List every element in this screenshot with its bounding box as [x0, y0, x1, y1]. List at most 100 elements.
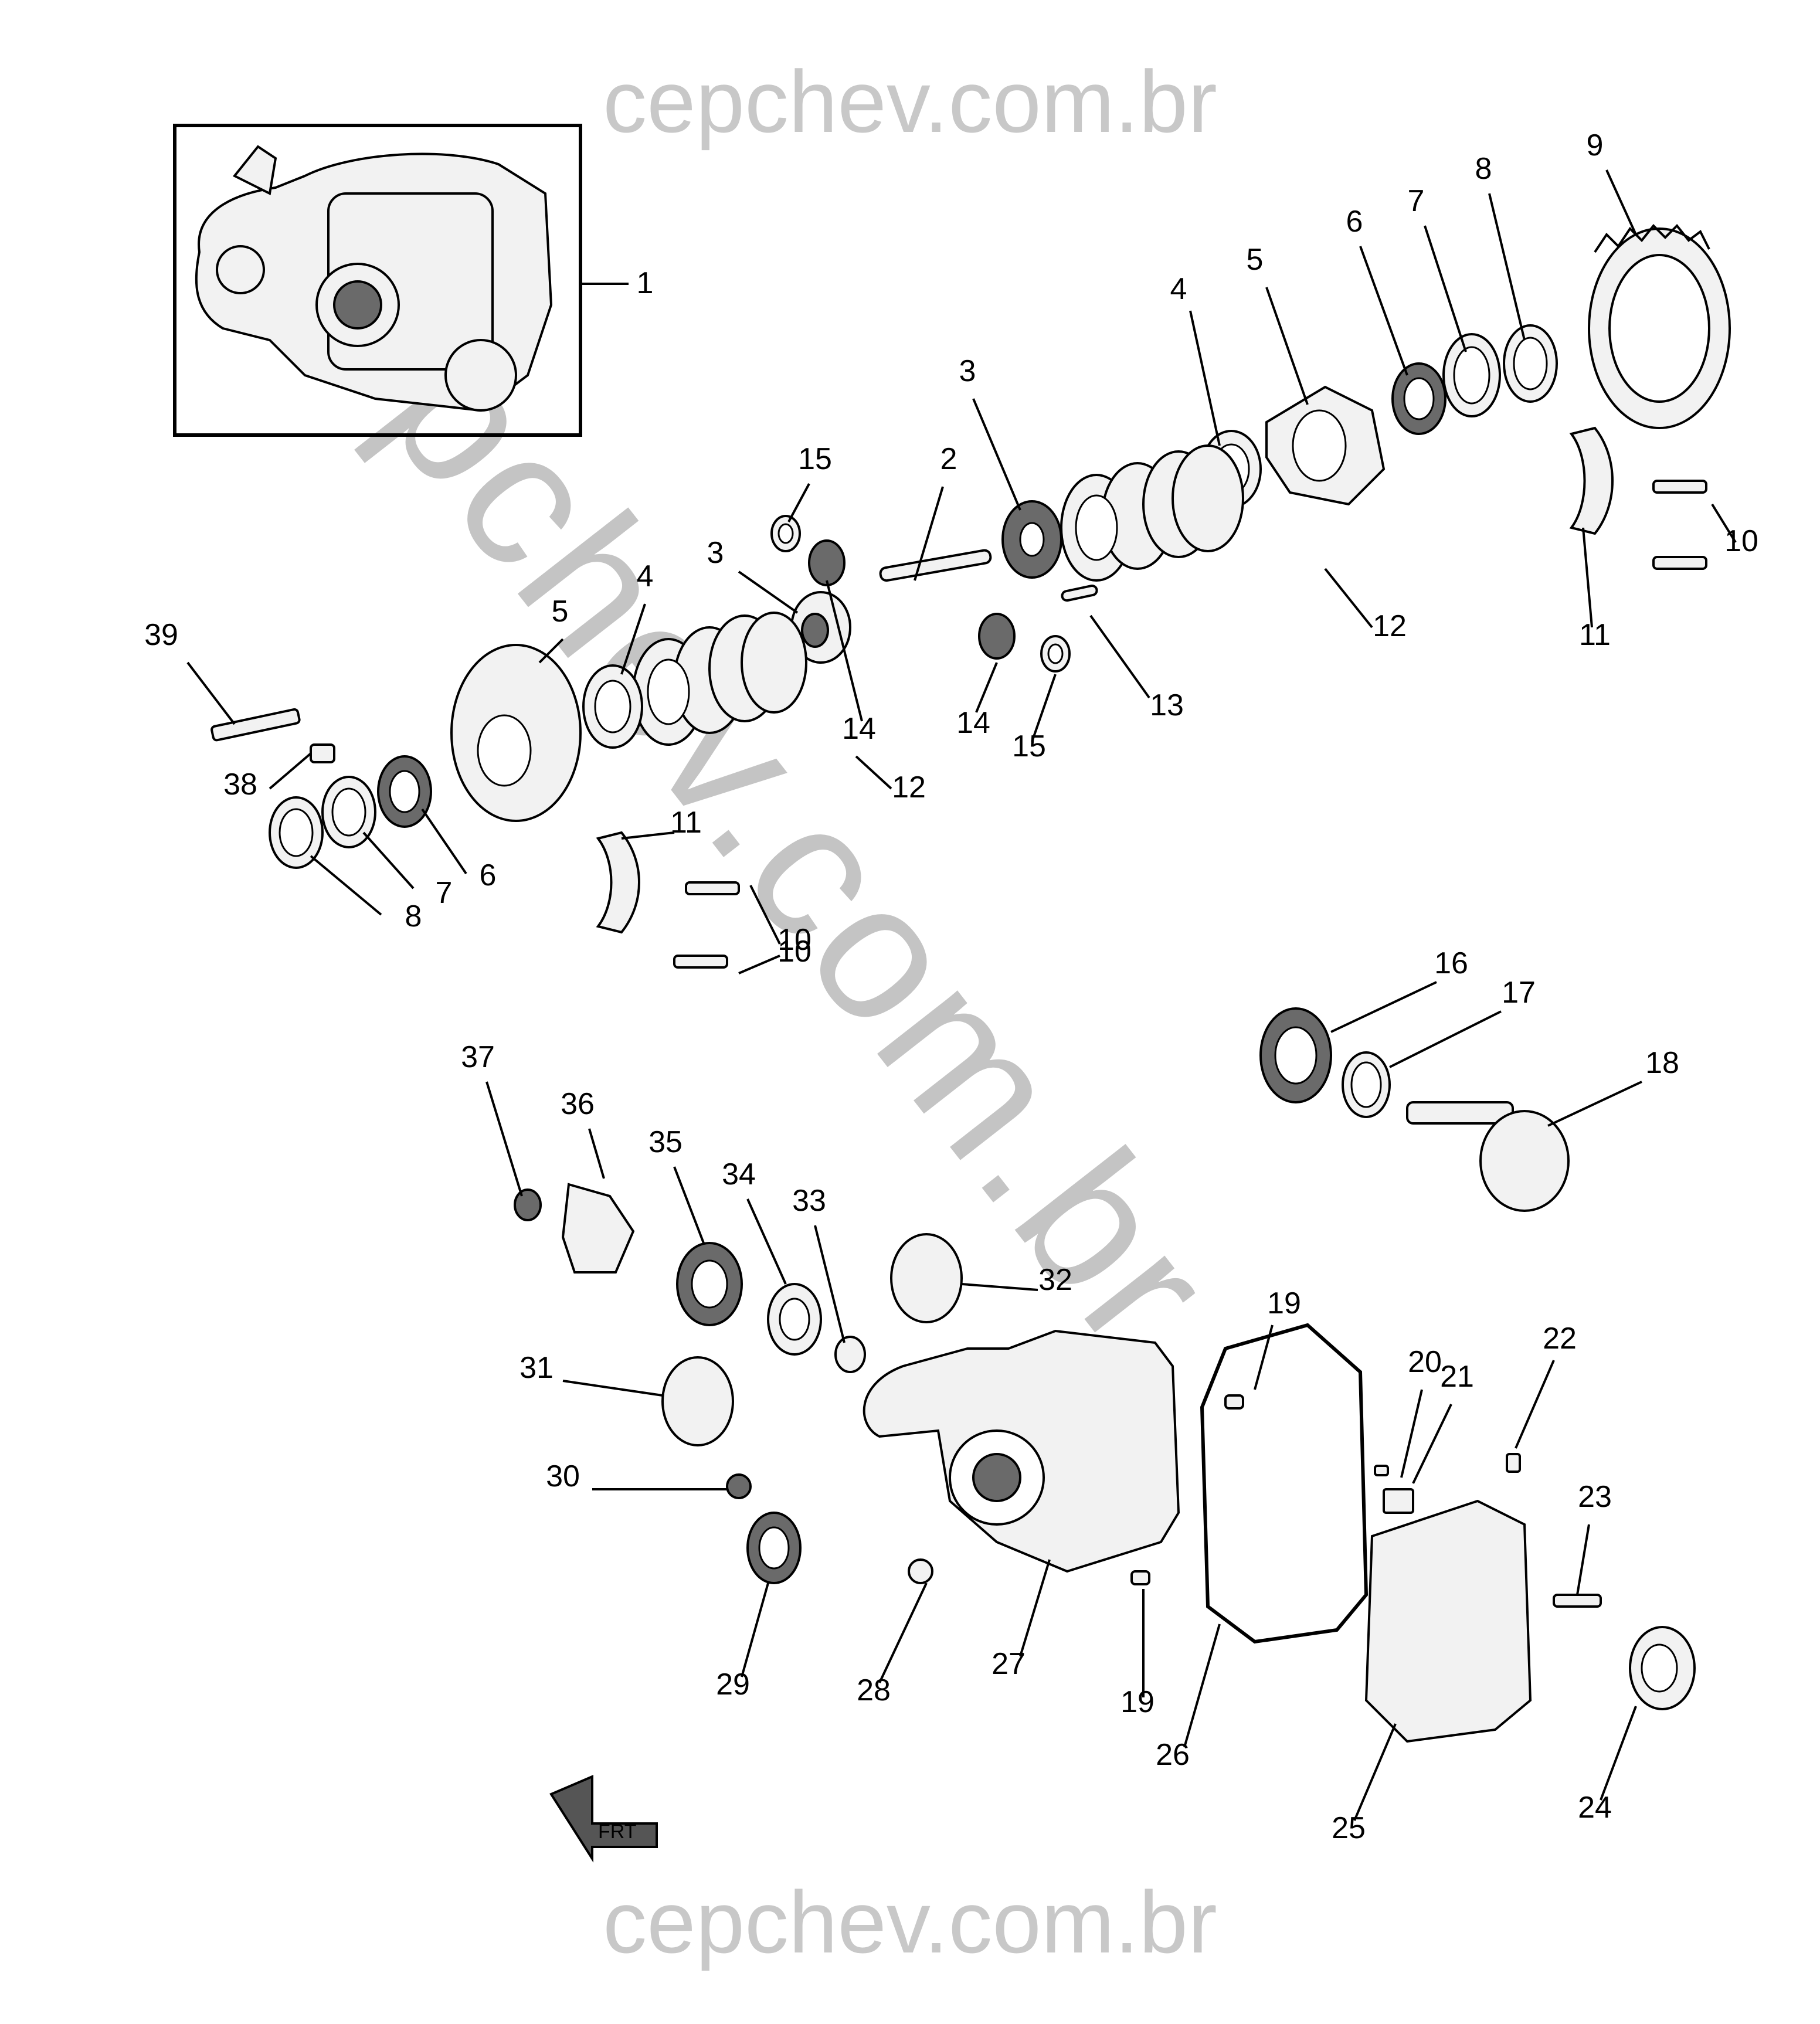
- callout-leader-26: [1183, 1624, 1221, 1748]
- callout-label-17: 17: [1502, 976, 1536, 1010]
- callout-label-19: 19: [1120, 1685, 1155, 1719]
- callout-label-38: 38: [223, 768, 257, 802]
- callout-leader-29: [741, 1582, 769, 1677]
- callout-leader-9: [1605, 169, 1637, 235]
- callout-leader-12: [855, 755, 892, 790]
- callout-label-3: 3: [959, 354, 976, 388]
- callout-label-15: 15: [798, 442, 832, 476]
- callout-label-35: 35: [648, 1125, 682, 1159]
- callout-label-11: 11: [670, 806, 702, 840]
- pinion-flange-group: [514, 1183, 963, 1584]
- callout-label-12: 12: [892, 770, 926, 804]
- upper-gear-set: [770, 500, 1098, 602]
- callout-leader-37: [485, 1081, 523, 1197]
- callout-leader-10: [1711, 503, 1737, 544]
- callout-label-18: 18: [1645, 1046, 1679, 1080]
- lower-carrier-group: [210, 644, 582, 869]
- callout-label-39: 39: [144, 618, 178, 652]
- callout-label-34: 34: [722, 1157, 756, 1191]
- ring-gear: [1588, 224, 1731, 429]
- callout-leader-27: [1019, 1559, 1051, 1657]
- callout-label-15: 15: [1012, 729, 1046, 763]
- assembly-inset: [173, 124, 629, 437]
- callout-labels: 1233445566778891010101111121213141415151…: [144, 128, 1758, 1845]
- callout-leader-21: [1412, 1404, 1452, 1484]
- callout-leader-33: [814, 1225, 846, 1343]
- callout-label-12: 12: [1373, 609, 1407, 643]
- callout-label-14: 14: [956, 706, 990, 740]
- callout-label-10: 10: [1724, 524, 1758, 558]
- callout-leader-2: [914, 486, 944, 581]
- callout-leader-5: [538, 638, 564, 664]
- callout-label-29: 29: [716, 1668, 750, 1702]
- watermark-bottom: cepchev.com.br: [603, 1873, 1217, 1971]
- callout-label-22: 22: [1543, 1322, 1577, 1356]
- callout-label-10: 10: [777, 923, 811, 957]
- callout-leader-38: [269, 752, 312, 790]
- callout-label-10: 10: [777, 935, 811, 969]
- callout-label-6: 6: [480, 858, 497, 892]
- callout-leader-32: [961, 1283, 1038, 1291]
- callout-leader-19: [1254, 1325, 1274, 1390]
- callout-label-9: 9: [1587, 128, 1604, 162]
- watermark-top: cepchev.com.br: [603, 52, 1217, 151]
- callout-label-7: 7: [436, 876, 453, 910]
- callout-leader-10: [738, 955, 780, 974]
- callout-label-1: 1: [637, 266, 654, 300]
- callout-leader-11: [621, 831, 675, 840]
- front-label: FRT: [598, 1821, 636, 1843]
- callout-leader-39: [186, 661, 236, 725]
- callout-label-8: 8: [405, 899, 422, 933]
- callout-label-20: 20: [1408, 1345, 1442, 1379]
- callout-label-4: 4: [1170, 272, 1187, 306]
- callout-label-5: 5: [552, 595, 569, 629]
- callout-leader-8: [1488, 193, 1526, 341]
- callout-label-13: 13: [1150, 688, 1184, 722]
- callout-leader-36: [588, 1128, 605, 1179]
- callout-label-8: 8: [1475, 152, 1492, 186]
- callout-leader-17: [1389, 1010, 1502, 1068]
- callout-leader-6: [421, 808, 467, 875]
- callout-label-6: 6: [1346, 205, 1363, 239]
- callout-leader-10: [749, 885, 781, 945]
- callout-label-23: 23: [1578, 1480, 1612, 1514]
- callout-label-7: 7: [1408, 184, 1425, 218]
- lower-clutch-pack: [582, 612, 807, 749]
- pinion-group: [1259, 1007, 1570, 1212]
- callout-label-37: 37: [461, 1040, 495, 1074]
- callout-label-5: 5: [1247, 243, 1264, 277]
- callout-label-14: 14: [842, 712, 876, 746]
- callout-label-32: 32: [1038, 1263, 1072, 1297]
- callout-leader-12: [1324, 568, 1373, 629]
- bearing-caps-and-bolts: [596, 426, 1707, 969]
- callout-leader-22: [1515, 1360, 1555, 1449]
- callout-leader-25: [1353, 1723, 1397, 1821]
- callout-leader-15: [787, 483, 810, 522]
- callout-label-33: 33: [792, 1184, 826, 1218]
- callout-leader-11: [1582, 527, 1593, 628]
- callout-label-36: 36: [561, 1087, 595, 1121]
- upper-carrier-group: [1201, 324, 1558, 508]
- callout-leader-14: [975, 662, 998, 713]
- callout-leader-24: [1600, 1706, 1637, 1801]
- cover-group: [1130, 1323, 1696, 1743]
- callout-label-11: 11: [1579, 618, 1611, 652]
- callout-leader-4: [620, 603, 646, 675]
- callout-leader-28: [878, 1582, 928, 1683]
- callout-label-21: 21: [1440, 1360, 1474, 1394]
- callout-label-19: 19: [1267, 1286, 1301, 1320]
- callout-leader-3: [972, 398, 1021, 511]
- callout-leader-13: [1089, 614, 1150, 699]
- callout-label-24: 24: [1578, 1791, 1612, 1825]
- callout-leader-23: [1576, 1524, 1590, 1595]
- callout-leader-7: [1424, 225, 1467, 352]
- differential-housing: [863, 1329, 1180, 1573]
- lower-gear-set: [790, 591, 1071, 673]
- callout-leader-18: [1547, 1081, 1642, 1127]
- callout-leader-35: [673, 1166, 705, 1244]
- callout-label-2: 2: [940, 442, 957, 476]
- callout-leader-34: [746, 1198, 787, 1285]
- callout-label-26: 26: [1156, 1738, 1190, 1772]
- callout-leader-3: [738, 570, 799, 614]
- callout-leader-6: [1359, 246, 1408, 376]
